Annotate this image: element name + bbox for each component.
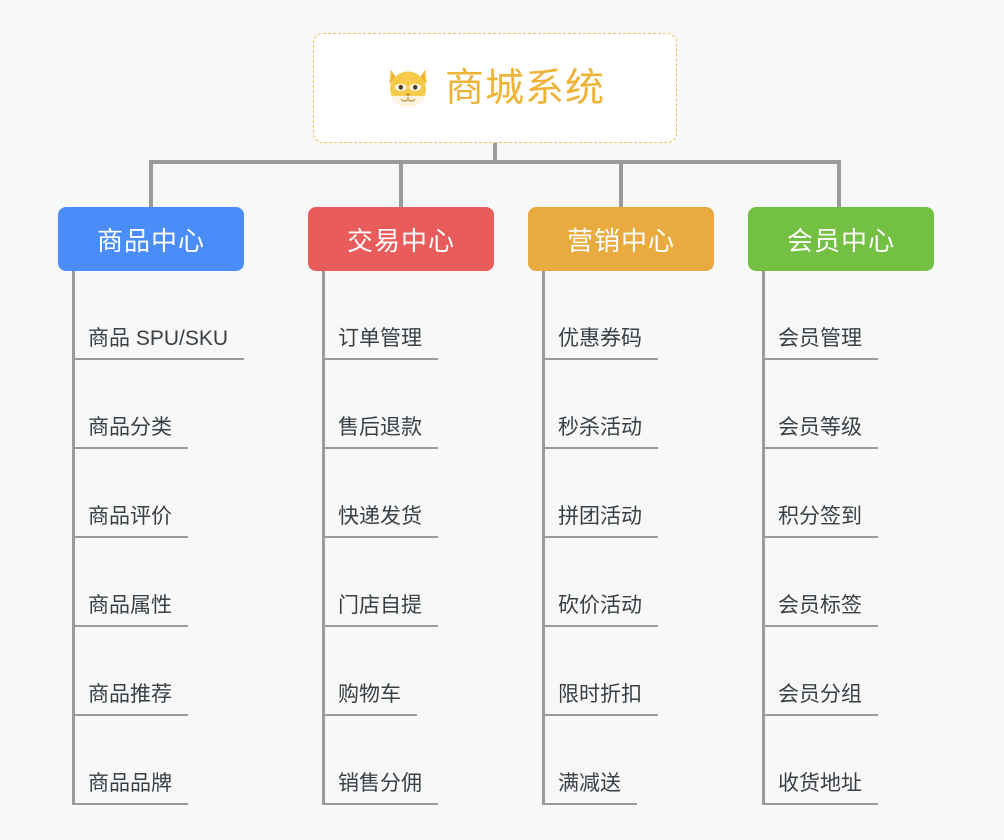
leaf-item[interactable]: 满减送 bbox=[528, 716, 714, 805]
connector-drop-branch-4 bbox=[837, 160, 841, 207]
branch-trunk-line bbox=[542, 271, 545, 805]
leaf-item[interactable]: 积分签到 bbox=[748, 449, 934, 538]
leaf-item[interactable]: 购物车 bbox=[308, 627, 494, 716]
leaf-item[interactable]: 会员标签 bbox=[748, 538, 934, 627]
leaf-item[interactable]: 会员分组 bbox=[748, 627, 934, 716]
branch-trunk-line bbox=[762, 271, 765, 805]
branch-body: 商品 SPU/SKU 商品分类 商品评价 商品属性 商品推荐 商品品牌 bbox=[58, 271, 245, 805]
shiba-dog-face-icon bbox=[389, 69, 427, 108]
leaf-item[interactable]: 快递发货 bbox=[308, 449, 494, 538]
leaf-label: 购物车 bbox=[322, 684, 417, 716]
leaf-label: 会员等级 bbox=[762, 417, 878, 449]
branch-body: 会员管理 会员等级 积分签到 会员标签 会员分组 收货地址 bbox=[748, 271, 934, 805]
branch-column-marketing-center: 营销中心 优惠券码 秒杀活动 拼团活动 砍价活动 限时折扣 满减送 bbox=[528, 207, 714, 805]
leaf-label: 销售分佣 bbox=[322, 773, 438, 805]
leaf-label: 拼团活动 bbox=[542, 506, 658, 538]
leaf-item[interactable]: 限时折扣 bbox=[528, 627, 714, 716]
leaf-item[interactable]: 销售分佣 bbox=[308, 716, 494, 805]
leaf-label: 秒杀活动 bbox=[542, 417, 658, 449]
connector-root-stem bbox=[493, 143, 497, 162]
leaf-item[interactable]: 会员等级 bbox=[748, 360, 934, 449]
leaf-label: 售后退款 bbox=[322, 417, 438, 449]
branch-header-label: 商品中心 bbox=[96, 225, 205, 256]
leaf-label: 商品分类 bbox=[72, 417, 188, 449]
leaf-item[interactable]: 售后退款 bbox=[308, 360, 494, 449]
leaf-item[interactable]: 会员管理 bbox=[748, 271, 934, 360]
leaf-label: 会员标签 bbox=[762, 595, 878, 627]
leaf-label: 快递发货 bbox=[322, 506, 438, 538]
connector-drop-branch-2 bbox=[399, 160, 403, 207]
branch-header-member-center[interactable]: 会员中心 bbox=[748, 207, 934, 271]
leaf-item[interactable]: 秒杀活动 bbox=[528, 360, 714, 449]
branch-header-trade-center[interactable]: 交易中心 bbox=[308, 207, 494, 271]
leaf-item[interactable]: 商品推荐 bbox=[58, 627, 244, 716]
root-node[interactable]: 商城系统 bbox=[313, 33, 677, 143]
leaf-item[interactable]: 商品 SPU/SKU bbox=[58, 271, 245, 360]
branch-trunk-line bbox=[322, 271, 325, 805]
leaf-item[interactable]: 门店自提 bbox=[308, 538, 494, 627]
branch-column-member-center: 会员中心 会员管理 会员等级 积分签到 会员标签 会员分组 收货地址 bbox=[748, 207, 934, 805]
leaf-label: 砍价活动 bbox=[542, 595, 658, 627]
leaf-label: 限时折扣 bbox=[542, 684, 658, 716]
branch-header-label: 会员中心 bbox=[786, 225, 895, 256]
leaf-item[interactable]: 收货地址 bbox=[748, 716, 934, 805]
leaf-label: 商品属性 bbox=[72, 595, 188, 627]
branch-body: 优惠券码 秒杀活动 拼团活动 砍价活动 限时折扣 满减送 bbox=[528, 271, 714, 805]
leaf-label: 优惠券码 bbox=[542, 328, 658, 360]
branch-header-label: 交易中心 bbox=[346, 225, 455, 256]
leaf-item[interactable]: 商品品牌 bbox=[58, 716, 244, 805]
branch-trunk-line bbox=[72, 271, 75, 805]
leaf-label: 会员分组 bbox=[762, 684, 878, 716]
leaf-label: 订单管理 bbox=[322, 328, 438, 360]
connector-horizontal-bus bbox=[149, 160, 841, 164]
branch-column-trade-center: 交易中心 订单管理 售后退款 快递发货 门店自提 购物车 销售分佣 bbox=[308, 207, 494, 805]
leaf-item[interactable]: 砍价活动 bbox=[528, 538, 714, 627]
leaf-label: 门店自提 bbox=[322, 595, 438, 627]
leaf-item[interactable]: 拼团活动 bbox=[528, 449, 714, 538]
leaf-item[interactable]: 商品评价 bbox=[58, 449, 244, 538]
leaf-item[interactable]: 商品分类 bbox=[58, 360, 244, 449]
leaf-label: 商品评价 bbox=[72, 506, 188, 538]
root-title: 商城系统 bbox=[444, 66, 605, 110]
leaf-label: 商品 SPU/SKU bbox=[72, 328, 245, 360]
branch-header-label: 营销中心 bbox=[566, 225, 675, 256]
connector-drop-branch-1 bbox=[149, 160, 153, 207]
branch-header-product-center[interactable]: 商品中心 bbox=[58, 207, 244, 271]
leaf-label: 商品推荐 bbox=[72, 684, 188, 716]
leaf-label: 会员管理 bbox=[762, 328, 878, 360]
leaf-label: 积分签到 bbox=[762, 506, 878, 538]
leaf-label: 商品品牌 bbox=[72, 773, 188, 805]
leaf-label: 满减送 bbox=[542, 773, 637, 805]
connector-drop-branch-3 bbox=[619, 160, 623, 207]
leaf-item[interactable]: 订单管理 bbox=[308, 271, 494, 360]
leaf-label: 收货地址 bbox=[762, 773, 878, 805]
leaf-item[interactable]: 商品属性 bbox=[58, 538, 244, 627]
branch-column-product-center: 商品中心 商品 SPU/SKU 商品分类 商品评价 商品属性 商品推荐 商品品牌 bbox=[58, 207, 245, 805]
branch-body: 订单管理 售后退款 快递发货 门店自提 购物车 销售分佣 bbox=[308, 271, 494, 805]
branch-header-marketing-center[interactable]: 营销中心 bbox=[528, 207, 714, 271]
leaf-item[interactable]: 优惠券码 bbox=[528, 271, 714, 360]
